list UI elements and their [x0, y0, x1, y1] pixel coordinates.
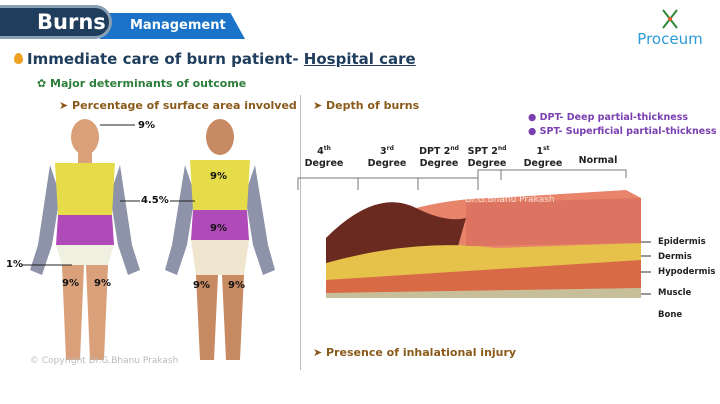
- page-title: Immediate care of burn patient- Hospital…: [14, 50, 416, 68]
- pct-front-leg-right: 9%: [94, 278, 111, 289]
- layer-hypodermis: Hypodermis: [658, 267, 716, 277]
- legend-text: SPT- Superficial partial-thickness: [539, 126, 717, 137]
- arrow-icon: ➤: [313, 99, 327, 112]
- subtitle: ✿ Major determinants of outcome: [37, 77, 246, 90]
- pct-arm: 4.5%: [141, 195, 169, 206]
- front-figure: [30, 119, 140, 360]
- title-text: Immediate care of burn patient-: [27, 50, 304, 68]
- pct-front-leg-left: 9%: [62, 278, 79, 289]
- section-surface-area: ➤ Percentage of surface area involved: [59, 99, 297, 112]
- section-label: Percentage of surface area involved: [72, 99, 297, 112]
- pct-back-lower: 9%: [210, 223, 227, 234]
- back-figure: [165, 119, 275, 360]
- proceum-logo: Proceum: [630, 8, 710, 52]
- section-label: Presence of inhalational injury: [326, 346, 517, 359]
- pct-head: 9%: [138, 120, 155, 131]
- section-label: Depth of burns: [326, 99, 420, 112]
- layer-muscle: Muscle: [658, 288, 692, 298]
- title-underlined: Hospital care: [303, 50, 416, 68]
- pct-back-leg-left: 9%: [193, 280, 210, 291]
- arrow-icon: ➤: [59, 99, 73, 112]
- tab-management: Management: [100, 13, 245, 39]
- degree-label-normal: Normal: [578, 155, 618, 166]
- watermark: Dr.G.Bhanu Prakash: [465, 195, 555, 205]
- layer-dermis: Dermis: [658, 252, 692, 262]
- skin-layers-illustration: [297, 169, 651, 298]
- dna-icon: [662, 9, 678, 29]
- layer-epidermis: Epidermis: [658, 237, 706, 247]
- section-inhalation: ➤ Presence of inhalational injury: [313, 346, 516, 359]
- flame-icon: [14, 53, 23, 64]
- pct-genital: 1%: [6, 259, 23, 270]
- logo-text: Proceum: [637, 30, 703, 48]
- legend-item-spt: ● SPT- Superficial partial-thickness: [528, 126, 717, 137]
- subtitle-text: Major determinants of outcome: [50, 77, 247, 90]
- body-figures-illustration: [0, 115, 300, 375]
- watermark: © Copyright Dr.G.Bhanu Prakash: [30, 356, 179, 366]
- pct-back-leg-right: 9%: [228, 280, 245, 291]
- legend-item-dpt: ● DPT- Deep partial-thickness: [528, 112, 689, 123]
- pct-back-upper: 9%: [210, 171, 227, 182]
- tab-burns: Burns: [0, 5, 112, 39]
- star-icon: ✿: [37, 77, 51, 90]
- arrow-icon: ➤: [313, 346, 327, 359]
- layer-bone: Bone: [658, 310, 683, 320]
- legend-text: DPT- Deep partial-thickness: [539, 112, 689, 123]
- section-depth: ➤ Depth of burns: [313, 99, 419, 112]
- divider: [300, 95, 301, 370]
